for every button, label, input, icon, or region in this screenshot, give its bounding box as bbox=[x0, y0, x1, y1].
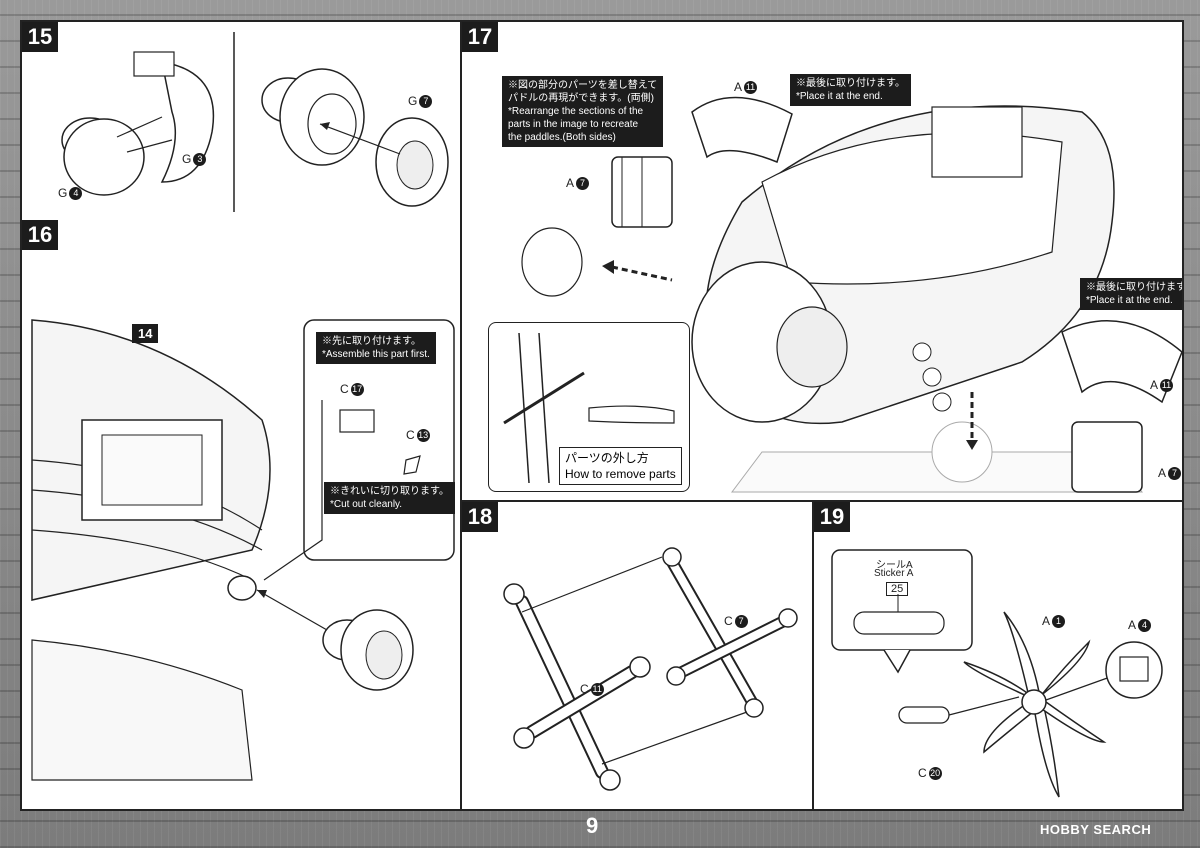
step-number: 15 bbox=[22, 22, 58, 52]
step-17-drawing bbox=[521, 96, 1182, 493]
step-17-panel: 17 bbox=[462, 22, 1182, 502]
reference-badge: 14 bbox=[132, 324, 159, 343]
how-to-remove-parts-box: パーツの外し方 How to remove parts bbox=[488, 322, 690, 492]
step-18-drawing bbox=[503, 547, 798, 791]
step-19-panel: 19 シールA Sticker bbox=[814, 502, 1182, 809]
how-to-remove-label: パーツの外し方 How to remove parts bbox=[559, 447, 682, 485]
sticker-jp-label: シールA bbox=[876, 560, 913, 571]
place-at-end-note-top: ※最後に取り付けます。 *Place it at the end. bbox=[790, 74, 911, 106]
step-15-drawing bbox=[61, 32, 449, 212]
assemble-first-note: ※先に取り付けます。 *Assemble this part first. bbox=[316, 332, 436, 364]
page-number: 9 bbox=[586, 813, 599, 838]
removal-illustration bbox=[503, 332, 675, 484]
step-16-drawing bbox=[31, 319, 455, 781]
step-number: 19 bbox=[814, 502, 850, 532]
step-number: 16 bbox=[22, 220, 58, 250]
step-number: 18 bbox=[462, 502, 498, 532]
sticker-number: 25 bbox=[886, 582, 909, 596]
rearrange-paddles-note: ※図の部分のパーツを差し替えて パドルの再現ができます。(両側) *Rearra… bbox=[502, 76, 664, 147]
watermark: HOBBY SEARCH bbox=[1040, 822, 1152, 837]
sticker-en-label: Sticker A bbox=[874, 568, 914, 579]
step-16-panel: 16 14 ※先に取り付けます。 *Assemble th bbox=[22, 220, 462, 809]
place-at-end-note-right: ※最後に取り付けます。 *Place it at the end. bbox=[1080, 278, 1182, 310]
step-number: 17 bbox=[462, 22, 498, 52]
step-19-drawing bbox=[831, 549, 1163, 798]
cut-cleanly-note: ※きれいに切り取ります。 *Cut out cleanly. bbox=[324, 482, 455, 514]
